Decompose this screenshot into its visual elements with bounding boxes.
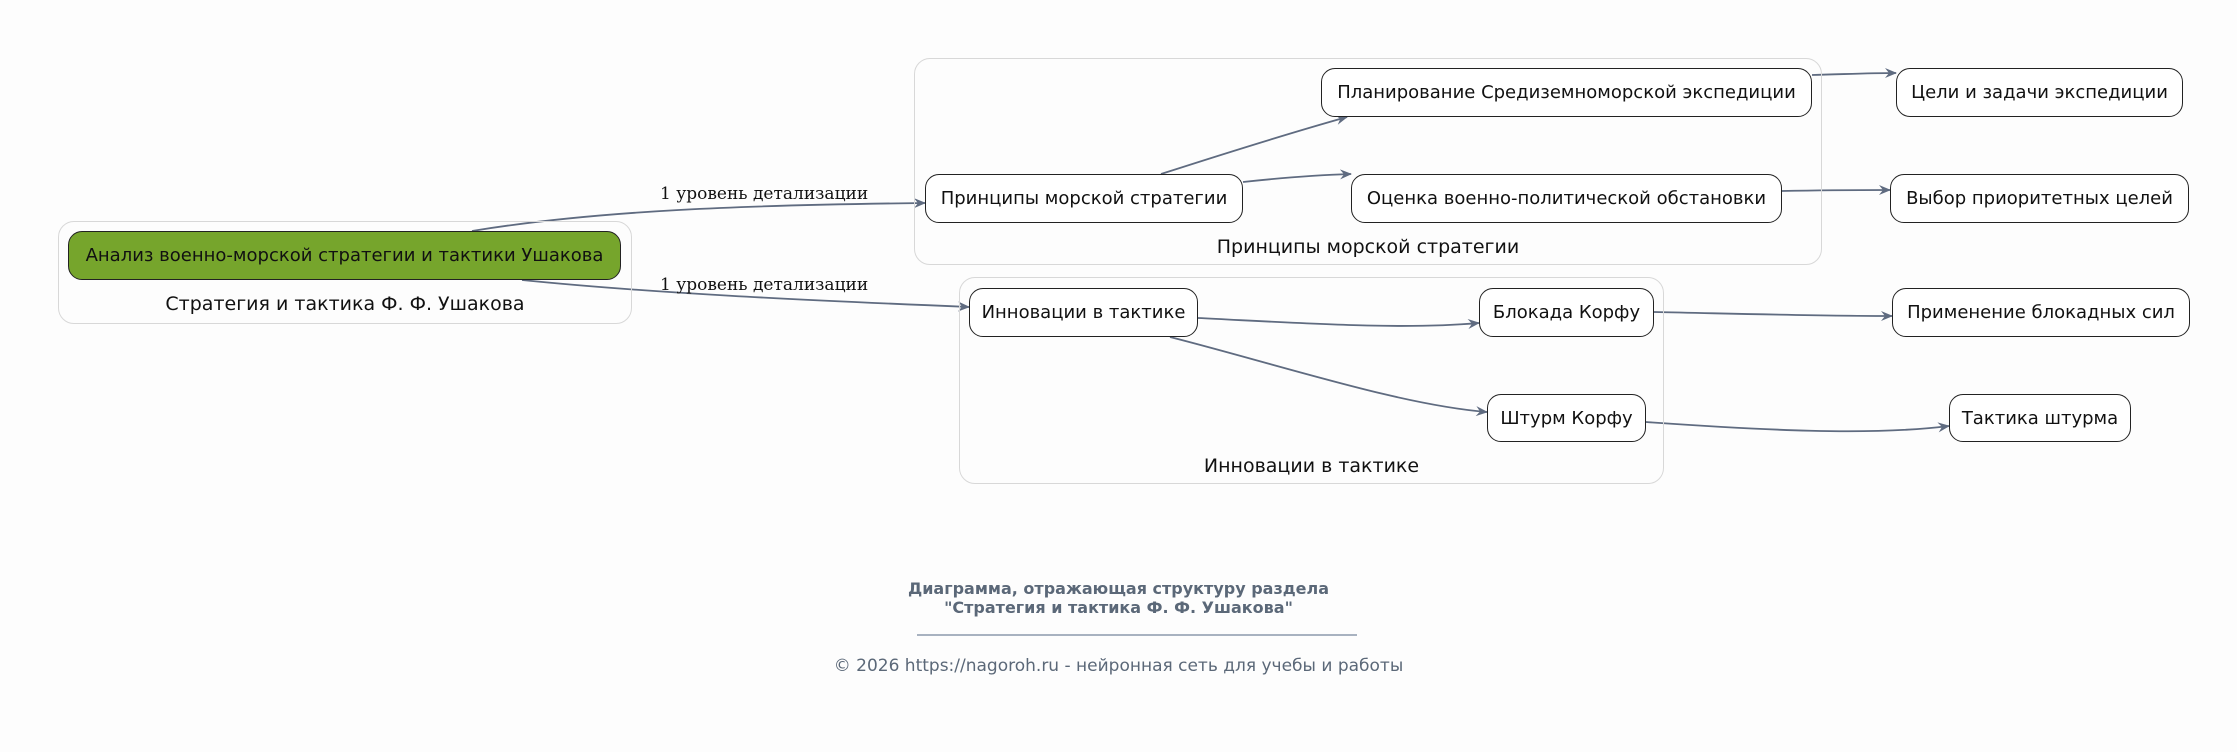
cluster-label: Принципы морской стратегии (1216, 236, 1520, 258)
cluster-principles: Принципы морской стратегии (914, 58, 1822, 265)
edge-planning-goals (1811, 68, 1897, 79)
edge-label: 1 уровень детализации (660, 275, 869, 295)
node-priorities[interactable]: Выбор приоритетных целей (1890, 174, 2189, 223)
edge-innovations-assault (1169, 336, 1488, 417)
edge-principles-assessment (1242, 169, 1352, 183)
edge-assault-tactics (1645, 421, 1950, 433)
edge-blockade-use (1653, 310, 1893, 321)
node-innovations[interactable]: Инновации в тактике (969, 288, 1198, 337)
cluster-label: Инновации в тактике (1203, 455, 1420, 477)
cluster-strategy-tactics: Стратегия и тактика Ф. Ф. Ушакова (58, 221, 632, 324)
node-blockade-use[interactable]: Применение блокадных сил (1892, 288, 2190, 337)
footer-title-line2: "Стратегия и тактика Ф. Ф. Ушакова" (944, 598, 1293, 617)
node-blockade[interactable]: Блокада Корфу (1479, 288, 1654, 337)
footer-title-line1: Диаграмма, отражающая структуру раздела (907, 579, 1330, 598)
edge-innovations-blockade (1197, 317, 1480, 329)
node-goals[interactable]: Цели и задачи экспедиции (1896, 68, 2183, 117)
edge-assessment-priorities (1781, 185, 1891, 196)
cluster-innovations: Инновации в тактике (959, 277, 1664, 484)
node-assault[interactable]: Штурм Корфу (1487, 394, 1646, 442)
node-assessment[interactable]: Оценка военно-политической обстановки (1351, 174, 1782, 223)
footer-copyright: © 2026 https://nagoroh.ru - нейронная се… (833, 656, 1404, 676)
edge-label: 1 уровень детализации (660, 184, 869, 204)
node-assault-tactics[interactable]: Тактика штурма (1949, 394, 2131, 442)
edge-root-principles (471, 198, 926, 232)
node-planning[interactable]: Планирование Средиземноморской экспедици… (1321, 68, 1812, 117)
node-root[interactable]: Анализ военно-морской стратегии и тактик… (68, 231, 621, 280)
edge-root-innovations (521, 279, 970, 312)
edge-principles-planning (1160, 115, 1348, 175)
node-principles[interactable]: Принципы морской стратегии (925, 174, 1243, 223)
cluster-label: Стратегия и тактика Ф. Ф. Ушакова (165, 293, 525, 315)
